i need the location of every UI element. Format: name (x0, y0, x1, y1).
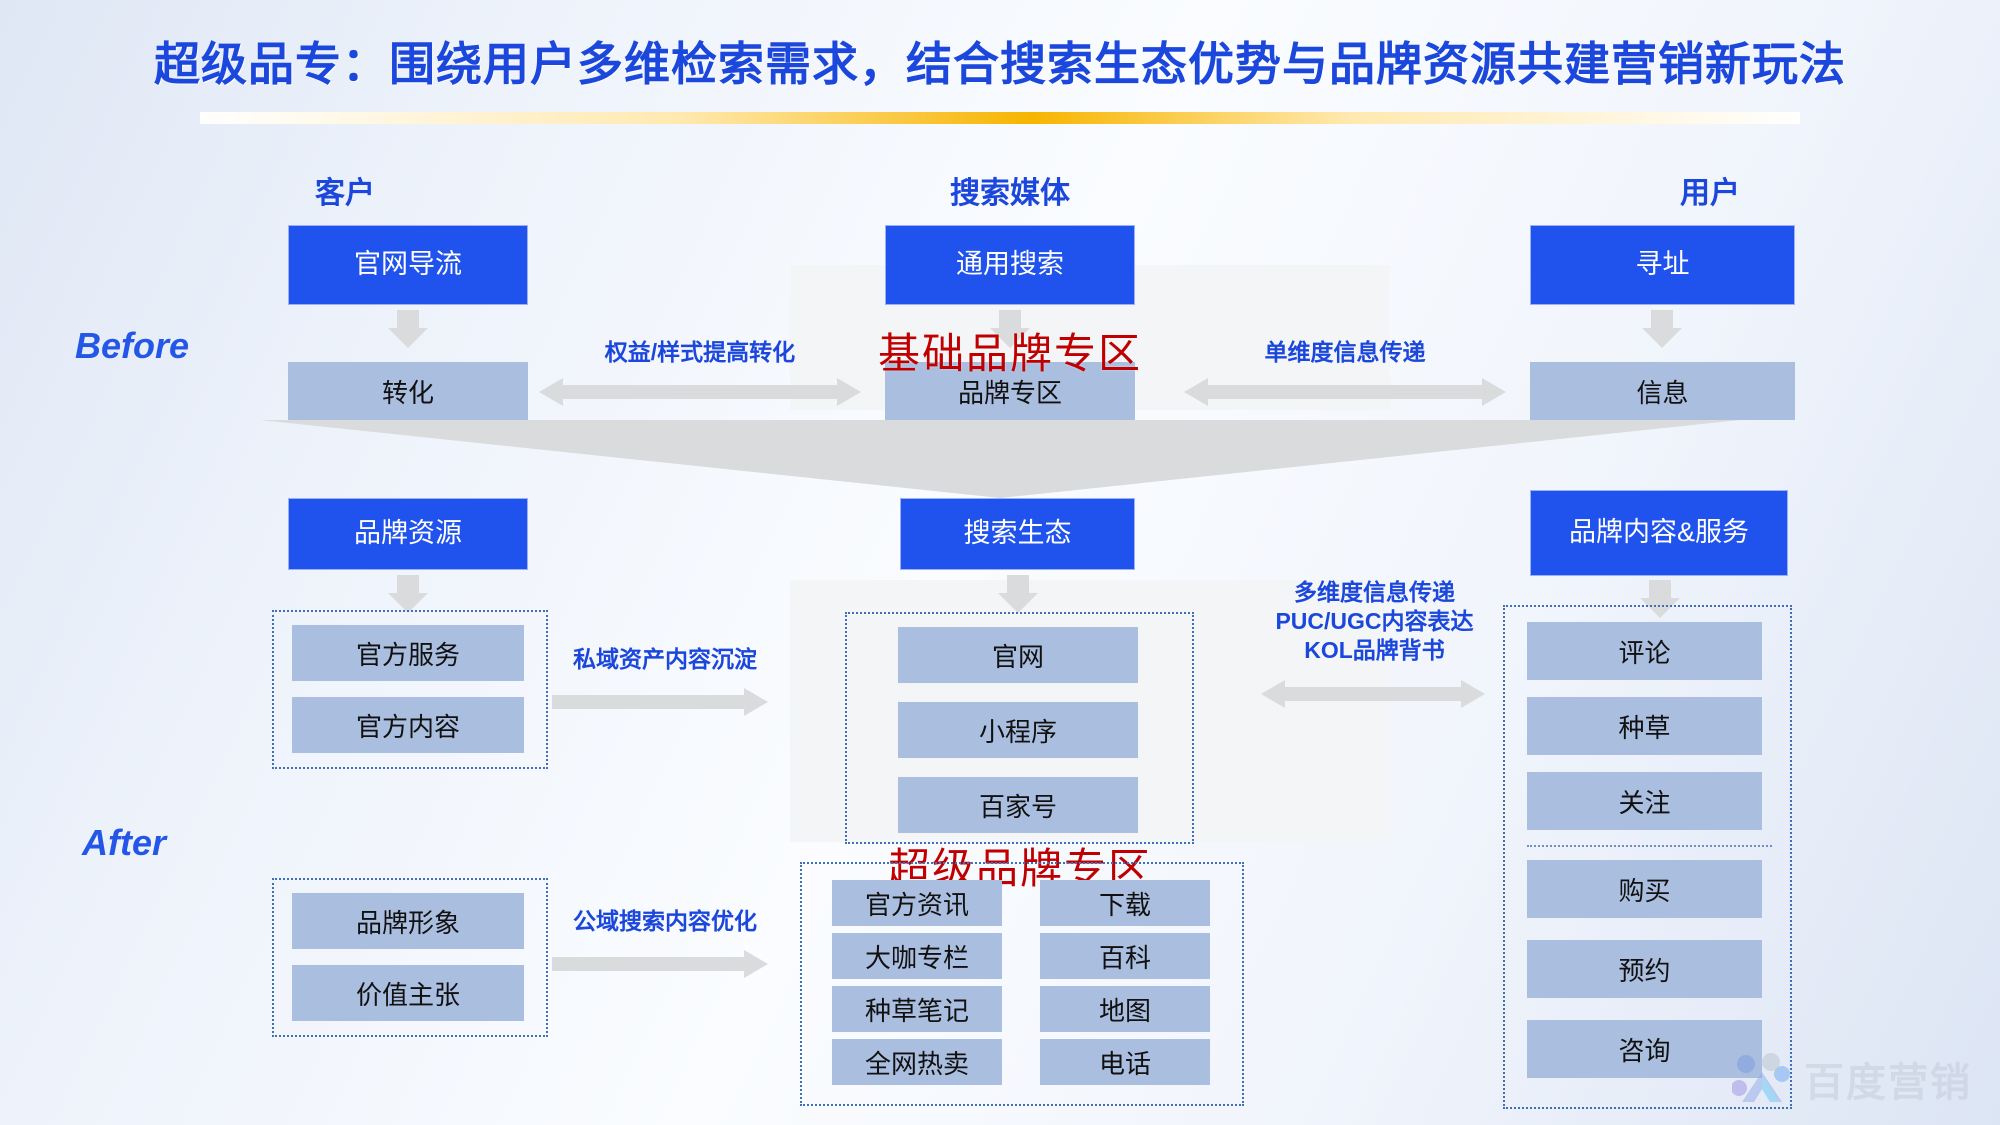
stage-label-after: After (82, 822, 167, 863)
before-user-secondary-box: 信息 (1530, 362, 1795, 420)
after-brand-content-down-arrow (1640, 580, 1680, 618)
after-brand-resource-item-0: 官方服务 (292, 625, 524, 681)
after-brand-content-group-one-1: 种草 (1527, 697, 1762, 755)
after-brand-identity-item-1: 价值主张 (292, 965, 524, 1021)
after-brand-content-group (1503, 605, 1792, 1109)
stage-label-before: Before (75, 325, 190, 366)
after-search-eco-top-item-2: 百家号 (898, 777, 1138, 833)
after-private-arrow-label: 私域资产内容沉淀 (573, 646, 757, 672)
watermark-text: 百度营销 (1804, 1060, 1972, 1105)
before-media-callout: 基础品牌专区 (877, 330, 1142, 377)
before-user-primary-box: 寻址 (1530, 225, 1795, 305)
after-right-arrow-label-line-2: KOL品牌背书 (1304, 636, 1445, 663)
baidu-marketing-watermark: 百度营销 (1731, 1048, 1972, 1109)
after-right-arrow-label-line-1: PUC/UGC内容表达 (1275, 607, 1474, 634)
before-left-double-arrow (539, 378, 861, 406)
before-media-down-arrow (990, 310, 1030, 348)
after-search-eco-top-item-1: 小程序 (898, 702, 1138, 758)
after-brand-content-group-one-0: 评论 (1527, 622, 1762, 680)
after-brand-resource-header: 品牌资源 (288, 498, 528, 570)
after-search-eco-top-group (845, 612, 1194, 844)
before-media-secondary-box: 品牌专区 (885, 362, 1135, 420)
after-public-arrow (552, 950, 768, 978)
before-right-double-arrow (1184, 378, 1506, 406)
after-right-arrow-label-line-0: 多维度信息传递 (1294, 579, 1455, 605)
after-brand-content-group-two-1: 预约 (1527, 940, 1762, 998)
after-brand-content-divider (1527, 845, 1772, 847)
after-brand-content-group-one-2: 关注 (1527, 772, 1762, 830)
after-search-eco-grid-left-0: 官方资讯 (832, 880, 1002, 926)
after-search-eco-down-arrow (998, 575, 1038, 613)
after-search-eco-grid-right-1: 百科 (1040, 933, 1210, 979)
after-right-arrow-label: 多维度信息传递 PUC/UGC内容表达 KOL品牌背书 (1252, 578, 1497, 664)
column-header-customer: 客户 (315, 177, 375, 210)
before-left-arrow-label: 权益/样式提高转化 (604, 339, 796, 365)
column-header-user: 用户 (1680, 177, 1740, 210)
after-private-arrow (552, 688, 768, 716)
after-search-eco-grid-group (800, 862, 1244, 1106)
after-brand-content-header: 品牌内容&服务 (1530, 490, 1788, 576)
after-search-eco-grid-right-2: 地图 (1040, 986, 1210, 1032)
after-brand-identity-group (272, 878, 548, 1037)
after-right-double-arrow (1261, 680, 1485, 708)
before-customer-secondary-box: 转化 (288, 362, 528, 420)
column-header-media: 搜索媒体 (950, 177, 1070, 210)
after-search-eco-grid-left-1: 大咖专栏 (832, 933, 1002, 979)
after-brand-content-group-two-0: 购买 (1527, 860, 1762, 918)
after-brand-resource-item-1: 官方内容 (292, 697, 524, 753)
before-user-down-arrow (1642, 310, 1682, 348)
after-brand-content-group-two-2: 咨询 (1527, 1020, 1762, 1078)
after-search-eco-grid-left-2: 种草笔记 (832, 986, 1002, 1032)
before-customer-down-arrow (388, 310, 428, 348)
after-public-arrow-label: 公域搜索内容优化 (573, 908, 757, 934)
page-title: 超级品专：围绕用户多维检索需求，结合搜索生态优势与品牌资源共建营销新玩法 (154, 38, 1846, 90)
title-underline-rule (200, 112, 1800, 124)
baidu-paw-logo-icon (1731, 1048, 1794, 1109)
before-media-primary-box: 通用搜索 (885, 225, 1135, 305)
after-search-eco-top-item-0: 官网 (898, 627, 1138, 683)
after-search-eco-grid-right-0: 下载 (1040, 880, 1210, 926)
after-brand-resource-group (272, 610, 548, 769)
after-search-eco-grid-right-3: 电话 (1040, 1039, 1210, 1085)
after-brand-resource-down-arrow (388, 575, 428, 613)
after-search-eco-grid-left-3: 全网热卖 (832, 1039, 1002, 1085)
after-search-eco-header: 搜索生态 (900, 498, 1135, 570)
before-after-transition-chevron (260, 420, 1740, 498)
before-right-arrow-label: 单维度信息传递 (1264, 339, 1426, 365)
after-brand-identity-item-0: 品牌形象 (292, 893, 524, 949)
before-customer-primary-box: 官网导流 (288, 225, 528, 305)
